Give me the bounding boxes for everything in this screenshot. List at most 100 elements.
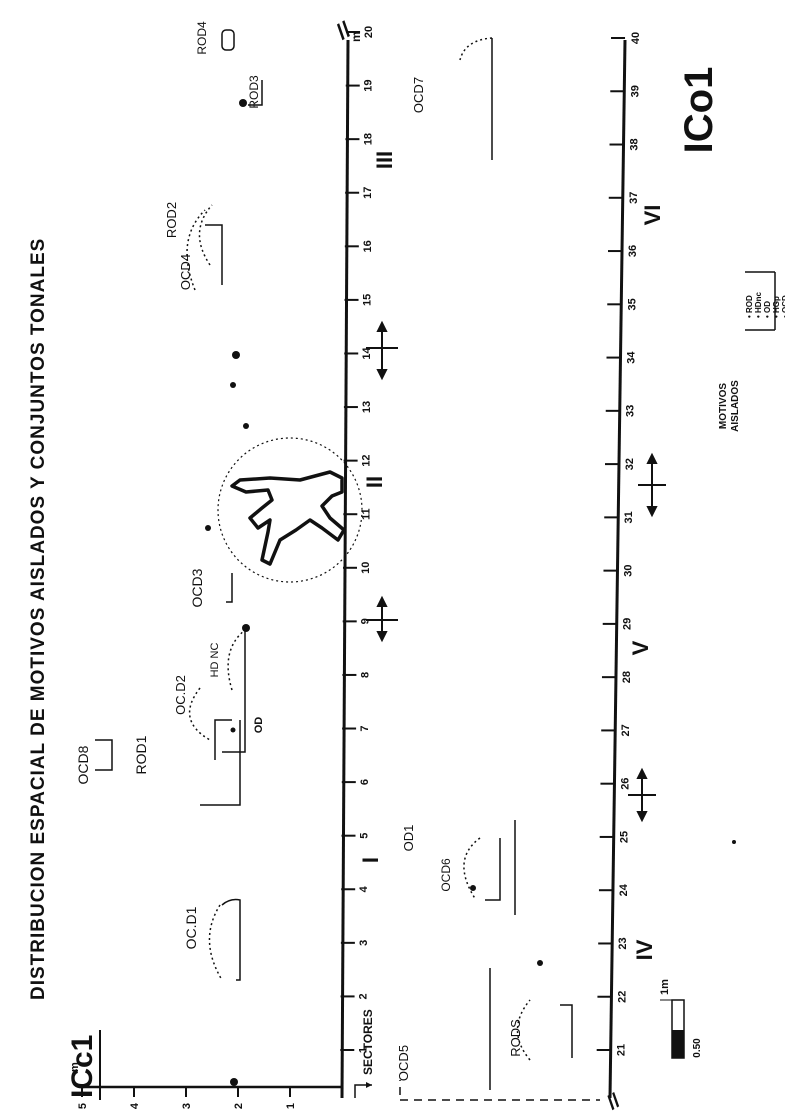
lower-axis-end-mark: // [604, 1089, 625, 1113]
upper-axis-tick-label: 13 [361, 401, 373, 413]
motif-ocd1-arc [208, 904, 223, 981]
upper-axis-tick-label: 2 [358, 993, 370, 999]
height-axis-tick-label: 5 [77, 1103, 89, 1109]
label-ocd7: OCD7 [411, 77, 426, 113]
label-ocd6: OCD6 [439, 858, 453, 892]
lower-axis-tick-label: 35 [626, 298, 638, 310]
lower-axis-tick-label: 31 [623, 511, 635, 523]
height-axis-tick-label: 1 [285, 1103, 297, 1109]
lower-axis-tick-label: 24 [618, 883, 630, 896]
upper-axis-tick-label: 15 [362, 294, 374, 306]
lower-axis-tick-label: 34 [625, 351, 637, 364]
motif-ocd8-shape [95, 739, 113, 771]
motif-ocd1-shape [221, 898, 241, 981]
motif-hdnc-arc [227, 629, 246, 691]
motif-ocd2-arc [188, 687, 211, 741]
lower-axis-tick-label: 21 [616, 1044, 628, 1056]
sector-boundary-arrow [366, 320, 398, 643]
scale-bottom-label: 0.50 [692, 1038, 703, 1058]
lower-axis-tick-label: 27 [620, 724, 632, 736]
header-title: DISTRIBUCION ESPACIAL DE MOTIVOS AISLADO… [28, 238, 49, 1000]
sector-numeral: III [372, 151, 397, 169]
upper-axis-tick-label: 3 [358, 940, 370, 946]
label-ocd1: OC.D1 [183, 906, 199, 949]
upper-axis-tick-label: 8 [359, 672, 371, 678]
upper-axis-tick-label: 1 [357, 1047, 369, 1053]
sector-numeral: II [362, 476, 387, 488]
label-od1: OD1 [401, 825, 416, 852]
height-axis-tick-label: 4 [129, 1102, 141, 1109]
lower-axis-tick-label: 30 [622, 565, 634, 577]
lower-axis-tick-label: 33 [625, 405, 637, 417]
label-ocd5: OCD5 [396, 1045, 411, 1081]
legend-title-2: AISLADOS [730, 380, 741, 432]
upper-baseline [340, 39, 350, 1099]
upper-axis-unit: m [349, 31, 363, 42]
lower-axis-tick-label: 36 [627, 245, 639, 257]
sector-numeral: V [628, 640, 653, 655]
motif-ocd4-shape [205, 224, 223, 285]
lower-panel: 2122232425262728293031323334353637383940… [399, 32, 785, 1114]
upper-axis-tick-label: 20 [363, 26, 375, 38]
lower-axis-tick-label: 25 [619, 831, 631, 843]
upper-axis-tick-label: 11 [360, 508, 372, 520]
sector-numeral: IV [632, 939, 657, 960]
label-ocd8: OCD8 [75, 745, 91, 784]
motif-rod4-shape [221, 29, 235, 51]
scale-bar [660, 999, 685, 1059]
lower-axis-tick-label: 23 [617, 937, 629, 949]
motif-od1-shape [485, 838, 501, 901]
upper-axis-tick-label: 17 [362, 187, 374, 199]
label-rod2: ROD2 [164, 202, 179, 238]
height-axis-tick-label: 2 [233, 1103, 245, 1109]
motif-rod3-shape [248, 80, 263, 106]
lower-axis-tick-label: 29 [622, 618, 634, 630]
legend-item: • OD [763, 301, 772, 318]
label-rod3: ROD3 [247, 75, 261, 109]
motif-rod2-arc [186, 209, 206, 291]
label-od: OD [253, 717, 265, 734]
lower-axis-tick-label: 38 [629, 138, 641, 150]
legend-item: • HGp [772, 296, 781, 318]
lower-axis-tick-label: 39 [629, 85, 641, 97]
upper-axis-tick-label: 7 [359, 725, 371, 731]
legend-bracket [745, 271, 776, 331]
label-rod1: ROD1 [133, 735, 149, 774]
legend-item: • HDnc [754, 292, 763, 318]
upper-axis-tick-label: 19 [363, 79, 375, 91]
upper-axis-tick-label: 9 [360, 618, 372, 624]
scale-top-label: 1m [659, 979, 671, 995]
legend-title-1: MOTIVOS [718, 383, 729, 429]
legend-item: • ROD [745, 295, 754, 318]
legend-item: • OCD [781, 295, 785, 318]
lower-axis-tick-label: 32 [624, 458, 636, 470]
label-hdnc: HD NC [209, 643, 221, 678]
motif-rod5-shape [560, 1004, 573, 1058]
lower-axis-tick-label: 26 [619, 778, 631, 790]
upper-axis-tick-label: 5 [358, 833, 370, 839]
upper-axis-tick-label: 6 [359, 779, 371, 785]
lower-axis-tick-label: 37 [628, 192, 640, 204]
upper-axis-tick-label: 12 [361, 455, 373, 467]
upper-axis-tick-label: 18 [362, 133, 374, 145]
label-ocd3: OCD3 [189, 568, 205, 607]
height-axis-unit: m [69, 1062, 81, 1072]
sector-numeral: VI [640, 205, 665, 226]
sector-boundary-arrow [628, 452, 666, 823]
motif-bracket-shape [200, 720, 241, 806]
lower-dashed-border [399, 1080, 600, 1101]
upper-axis-tick-label: 10 [360, 562, 372, 574]
central-figure [217, 437, 363, 583]
header-big-code: ICo1 [677, 67, 721, 154]
upper-axis-tick-label: 4 [358, 885, 370, 892]
upper-axis-tick-label: 16 [362, 240, 374, 252]
isolated-dots [205, 99, 250, 1086]
label-rod5: RODS [508, 1019, 523, 1057]
lower-baseline [608, 39, 627, 1099]
lower-axis-tick-label: 40 [630, 32, 642, 44]
height-axis-tick-label: 3 [181, 1103, 193, 1109]
sectors-arrow [354, 1084, 372, 1098]
